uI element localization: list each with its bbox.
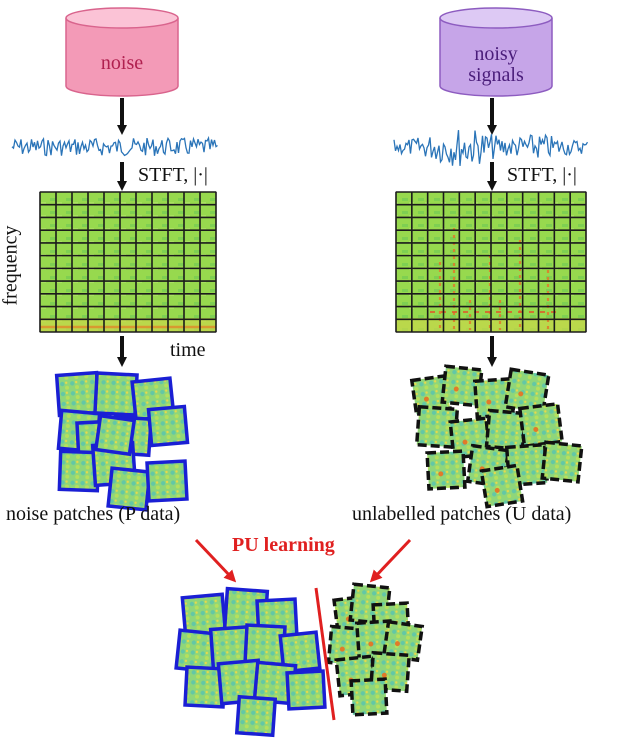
spectrogram-grid-left [39,191,217,333]
noisy-signal-waveform [393,130,589,166]
patch [146,404,190,448]
patch [540,440,584,484]
pu-learning-label: PU learning [232,534,335,556]
unlabelled-patches-group [409,364,584,509]
u-data-caption: unlabelled patches (U data) [352,503,572,525]
classified-signal-patches [326,582,425,717]
flow-arrows [117,98,497,367]
pu-arrow-right-icon [369,538,412,583]
noise-patches-group [54,370,190,512]
noisy-signals-label-line2: signals [468,64,524,86]
patch [349,677,389,717]
spectrogram-grid-right [395,191,587,333]
patch [368,650,412,694]
noisy-signals-label-line1: noisy [474,43,518,65]
patch [93,413,137,457]
time-axis-label: time [170,339,206,361]
p-data-caption: noise patches (P data) [6,503,181,525]
classified-noise-patches [174,586,327,738]
patch [285,669,327,711]
patch [145,459,189,503]
patch [425,449,467,491]
stft-label-right: STFT, |·| [507,164,577,186]
stft-label-left: STFT, |·| [138,164,208,186]
noise-waveform [11,135,218,157]
patch [517,401,565,449]
frequency-axis-label: frequency [0,225,22,306]
pu-arrow-left-icon [194,538,237,583]
noise-source-label: noise [100,52,144,74]
noise-spectrogram [39,191,217,333]
separator-line [314,587,336,721]
noisy-signals-database-icon [439,7,553,97]
patch [234,694,278,738]
patch [93,371,139,417]
patch [243,623,287,667]
patch [278,630,322,674]
noise-database-icon [65,7,179,97]
patch [479,463,525,509]
